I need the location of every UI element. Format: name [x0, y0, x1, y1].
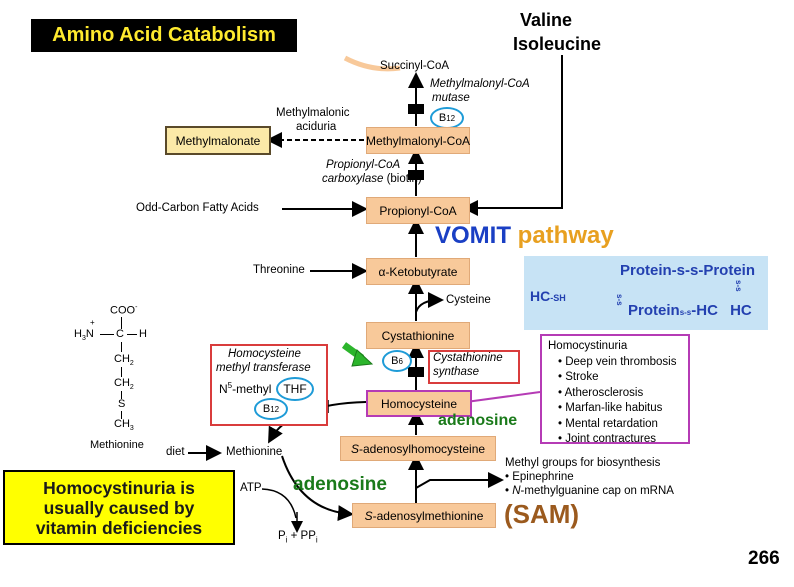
- mrna-cap-label: • N-methylguanine cap on mRNA: [505, 485, 674, 497]
- arrow-cysteine: [415, 292, 444, 313]
- list-item: Stroke: [558, 370, 682, 386]
- homocystinuria-connector: [465, 391, 541, 403]
- page-number: 266: [748, 548, 780, 569]
- cysteine-label: Cysteine: [446, 294, 491, 306]
- methylmalonate-box: Methylmalonate: [165, 126, 271, 155]
- succinyl-coa-label: Succinyl-CoA: [380, 60, 450, 72]
- aciduria-label-2: aciduria: [296, 121, 337, 133]
- carboxylase-block: [408, 170, 424, 180]
- succinyl-arc: [343, 55, 401, 72]
- protein-top-label: Protein-s-s-Protein: [620, 262, 756, 279]
- s-adenosylhomocysteine-box: S-adenosylhomocysteine: [340, 436, 496, 461]
- atp-curve: [261, 488, 297, 519]
- threonine-label: Threonine: [253, 264, 305, 276]
- transferase-label-2: methyl transferase: [216, 362, 311, 374]
- mutase-label-2: mutase: [432, 92, 470, 104]
- cystathionine-synthase-box: [428, 350, 520, 384]
- methionine-structure: COO- + H3N C H CH2 CH2 S CH3: [74, 304, 147, 433]
- carboxylase-label-1: Propionyl-CoA: [326, 159, 401, 171]
- s-adenosylmethionine-box: S-adenosylmethionine: [352, 503, 496, 528]
- homocystinuria-list-box: Homocystinuria Deep vein thrombosis Stro…: [540, 334, 690, 445]
- atp-label: ATP: [240, 482, 262, 494]
- mutase-label-1: Methylmalonyl-CoA: [430, 78, 530, 90]
- synthase-block: [408, 367, 424, 377]
- thf-coenzyme-icon: THF: [276, 377, 314, 401]
- n5-methyl-label: N5-methyl: [219, 381, 272, 396]
- cystathionine-box: Cystathionine: [366, 322, 470, 349]
- list-item: Joint contractures: [558, 432, 682, 448]
- synthase-label-1: Cystathionine: [433, 352, 503, 364]
- ss-vertical-right: s-s: [734, 280, 743, 292]
- adenosine-label-2: adenosine: [293, 474, 387, 495]
- synthase-label-2: synthase: [433, 366, 480, 378]
- diet-label: diet: [166, 446, 185, 458]
- protein-bottom-label: Proteins-s-HC HC: [628, 302, 752, 319]
- propionyl-coa-box: Propionyl-CoA: [366, 197, 470, 224]
- page-title: Amino Acid Catabolism: [31, 19, 297, 52]
- arrow-methyl-groups: [415, 472, 504, 489]
- isoleucine-label: Isoleucine: [513, 34, 602, 54]
- list-item: Mental retardation: [558, 417, 682, 433]
- aciduria-label-1: Methylmalonic: [276, 107, 350, 119]
- mutase-block: [408, 104, 424, 114]
- valine-label: Valine: [520, 10, 573, 30]
- homocystinuria-heading: Homocystinuria: [548, 340, 628, 352]
- adenosine-label-1: adenosine: [438, 412, 518, 429]
- carboxylase-label-2: carboxylase (biotin): [322, 173, 422, 185]
- epinephrine-label: • Epinephrine: [505, 471, 574, 483]
- vomit-label: VOMIT pathway: [435, 222, 614, 249]
- ss-vertical-left: s-s: [615, 294, 624, 306]
- list-item: Atherosclerosis: [558, 386, 682, 402]
- arrow-methionine-to-sam: [281, 455, 354, 522]
- ketobutyrate-box: α-Ketobutyrate: [366, 258, 470, 285]
- sam-label: (SAM): [504, 499, 580, 529]
- arrow-valine-to-propionyl: [462, 55, 563, 216]
- odd-carbon-label: Odd-Carbon Fatty Acids: [136, 202, 259, 214]
- methionine-label: Methionine: [226, 446, 283, 458]
- homocysteine-box: Homocysteine: [366, 390, 472, 417]
- methionine-caption: Methionine: [90, 439, 144, 451]
- methylmalonyl-coa-box: Methylmalonyl-CoA: [366, 127, 470, 154]
- pi-ppi-label: Pi + PPi: [278, 530, 318, 545]
- hc-sh-label: HC-SH: [530, 288, 566, 304]
- list-item: Deep vein thrombosis: [558, 355, 682, 371]
- transferase-label-1: Homocysteine: [228, 348, 301, 360]
- disulfide-diagram-box: [524, 256, 768, 330]
- homocystinuria-callout: Homocystinuria is usually caused by vita…: [3, 470, 235, 545]
- methyl-groups-label: Methyl groups for biosynthesis: [505, 457, 661, 469]
- list-item: Marfan-like habitus: [558, 401, 682, 417]
